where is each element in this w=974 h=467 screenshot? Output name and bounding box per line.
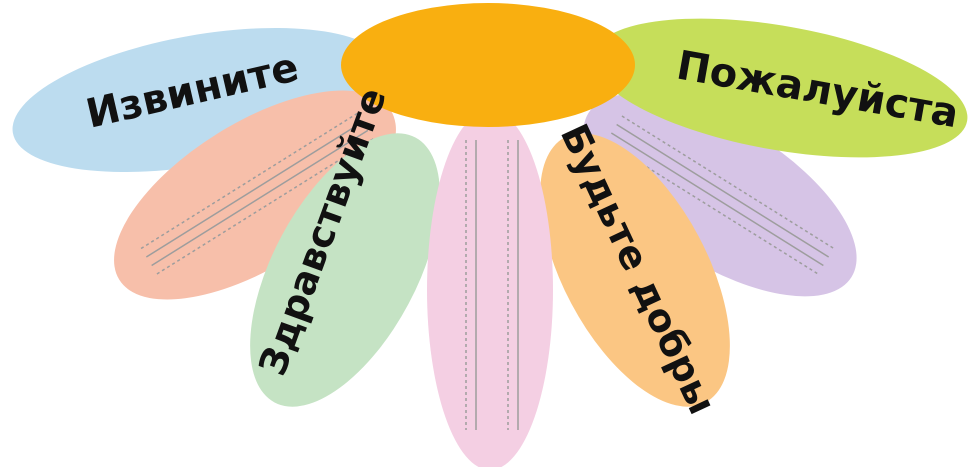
petal-green — [250, 133, 440, 407]
petal-orange — [540, 133, 730, 407]
petal-violet-blank — [583, 93, 857, 297]
petal-pink — [427, 110, 553, 467]
writing-lines-violet — [605, 115, 835, 275]
petal-violet — [583, 93, 857, 297]
writing-lines-peach — [140, 112, 374, 275]
petal-peach — [114, 90, 396, 300]
petal-lime — [592, 18, 968, 158]
petal-peach-blank — [114, 90, 396, 300]
flower-center — [341, 3, 635, 127]
petal-pink-blank — [427, 110, 553, 467]
writing-lines-pink — [465, 140, 519, 430]
